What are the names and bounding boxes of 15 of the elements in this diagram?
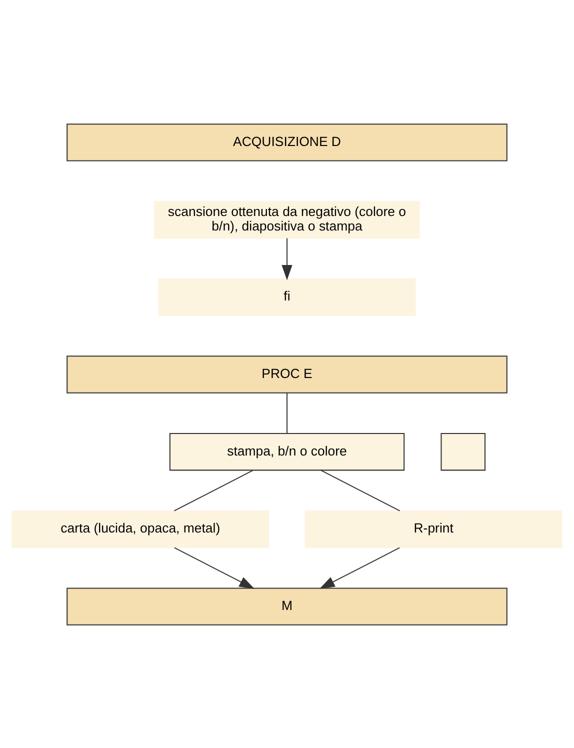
arrow (174, 546, 255, 588)
connector (320, 469, 400, 511)
connector (286, 392, 288, 433)
node-box (440, 432, 486, 470)
connector (174, 469, 254, 511)
node-box: PROC E (66, 355, 508, 393)
node-box: fi (158, 278, 416, 316)
node-box: ACQUISIZIONE D (66, 123, 508, 161)
arrow (319, 546, 400, 588)
arrow (282, 238, 292, 280)
node-box: R-print (304, 510, 562, 548)
node-box: scansione ottenuta da negativo (colore o b/n), diapositiva o stampa (154, 200, 420, 238)
node-box: stampa, b/n o colore (169, 432, 405, 470)
node-box: carta (lucida, opaca, metal) (12, 510, 270, 548)
node-box: M (66, 587, 508, 625)
